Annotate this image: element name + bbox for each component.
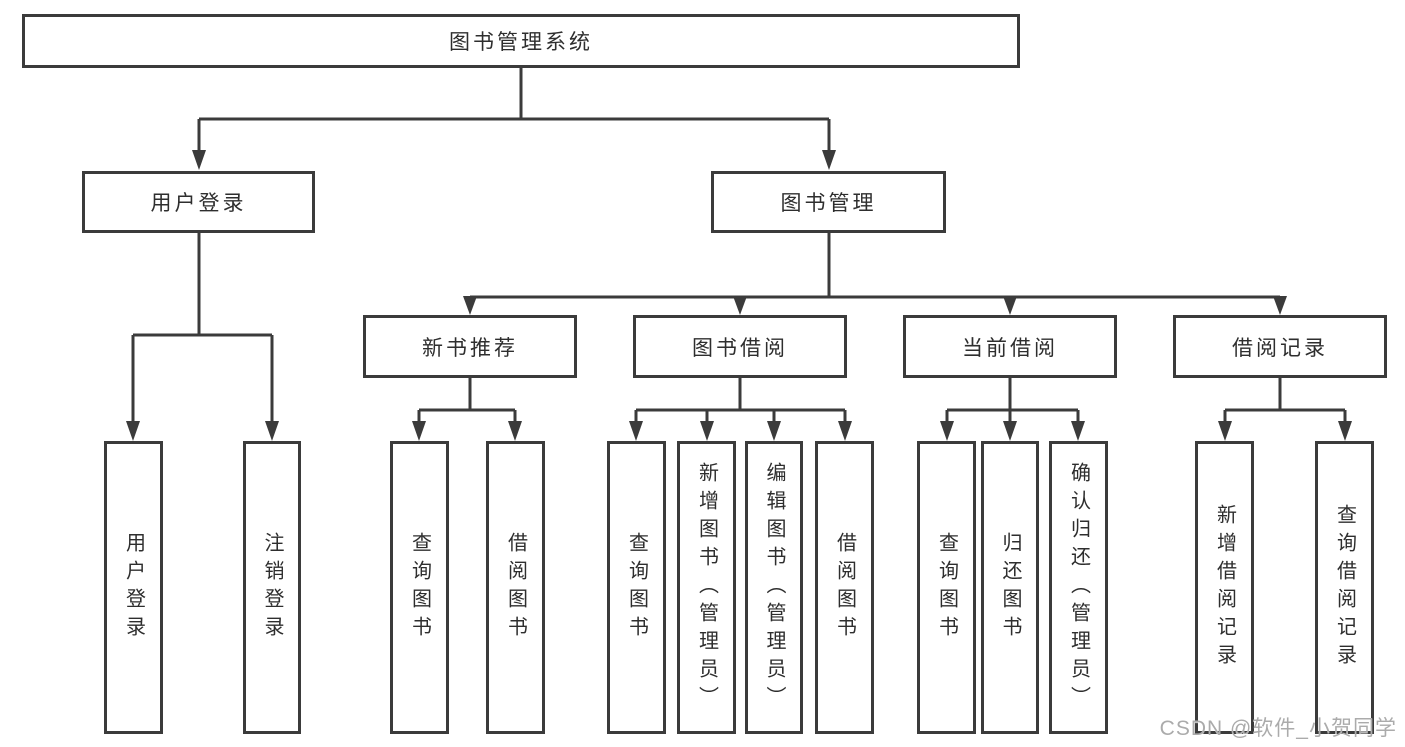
node-leaf-bb-borrow-books: 借阅图书 [815,441,874,734]
node-root-label: 图书管理系统 [449,31,593,54]
node-leaf-br-add-record: 新增借阅记录 [1195,441,1254,734]
node-leaf-nb-query-books: 查询图书 [390,441,449,734]
node-book-management-label: 图书管理 [780,192,877,215]
csdn-watermark: CSDN @软件_小贺同学 [1159,717,1397,740]
node-user-login-group-label: 用户登录 [150,192,247,215]
node-leaf-bb-query-books-label: 查询图书 [625,531,648,644]
node-book-management: 图书管理 [711,171,946,233]
node-book-borrow-label: 图书借阅 [692,336,788,360]
node-leaf-user-login-label: 用户登录 [122,531,145,644]
node-current-borrow-label: 当前借阅 [962,336,1058,360]
node-leaf-br-query-record: 查询借阅记录 [1315,441,1374,734]
node-leaf-nb-borrow-books-label: 借阅图书 [504,531,527,644]
node-leaf-cb-query-books-label: 查询图书 [935,531,958,644]
node-leaf-br-query-record-label: 查询借阅记录 [1333,503,1356,672]
node-current-borrow: 当前借阅 [903,315,1117,378]
node-new-book-recommend: 新书推荐 [363,315,577,378]
node-leaf-bb-edit-books-label: 编辑图书（管理员） [763,461,785,714]
node-leaf-nb-query-books-label: 查询图书 [408,531,431,644]
node-leaf-cb-confirm-return: 确认归还（管理员） [1049,441,1108,734]
node-leaf-bb-query-books: 查询图书 [607,441,666,734]
node-borrow-records-label: 借阅记录 [1232,336,1328,360]
node-root: 图书管理系统 [22,14,1020,68]
node-leaf-user-login: 用户登录 [104,441,163,734]
node-user-login-group: 用户登录 [82,171,315,233]
node-leaf-logout-label: 注销登录 [261,531,283,644]
node-leaf-nb-borrow-books: 借阅图书 [486,441,545,734]
node-leaf-logout: 注销登录 [243,441,301,734]
node-leaf-cb-query-books: 查询图书 [917,441,976,734]
node-new-book-recommend-label: 新书推荐 [422,336,518,360]
node-leaf-br-add-record-label: 新增借阅记录 [1213,503,1236,672]
node-borrow-records: 借阅记录 [1173,315,1387,378]
node-leaf-bb-add-books-label: 新增图书（管理员） [695,461,718,714]
node-leaf-bb-add-books: 新增图书（管理员） [677,441,736,734]
node-leaf-cb-return-books: 归还图书 [981,441,1039,734]
node-leaf-cb-return-books-label: 归还图书 [999,531,1021,644]
node-book-borrow: 图书借阅 [633,315,847,378]
node-leaf-bb-edit-books: 编辑图书（管理员） [745,441,803,734]
node-leaf-bb-borrow-books-label: 借阅图书 [833,531,856,644]
node-leaf-cb-confirm-return-label: 确认归还（管理员） [1067,461,1090,714]
